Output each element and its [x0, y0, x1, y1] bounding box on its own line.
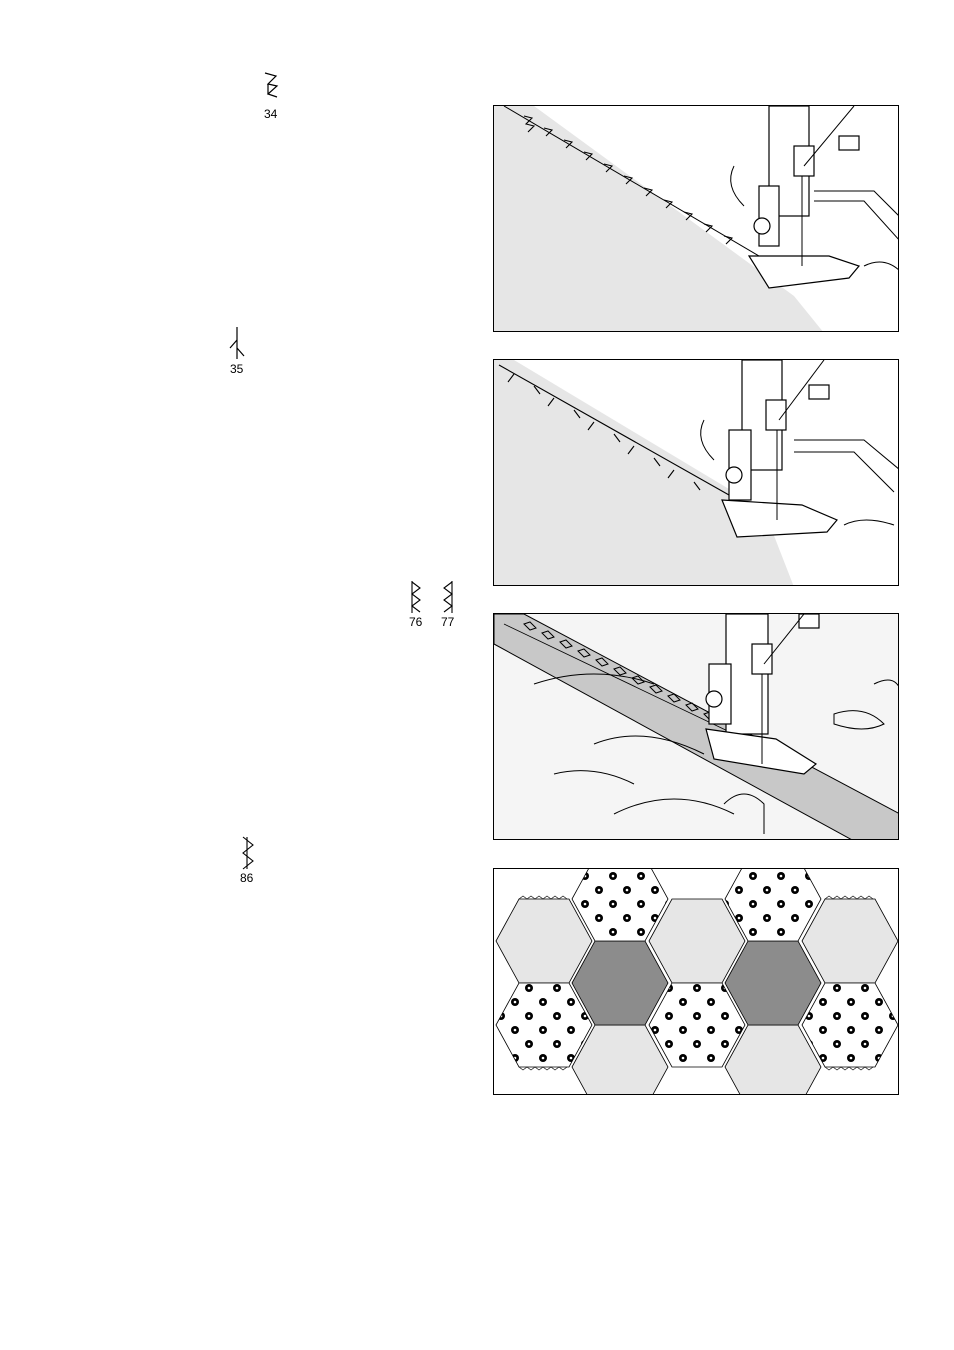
stitch-86-icon — [240, 836, 256, 870]
stitch-number-77: 77 — [441, 615, 454, 629]
stitch-number-35: 35 — [230, 362, 243, 376]
stitch-number-34: 34 — [264, 107, 277, 121]
illustration-feather-stitch — [493, 359, 899, 586]
illustration-triangle-stitch — [493, 105, 899, 332]
illustration-hexagon-patchwork — [493, 868, 899, 1095]
stitch-35-icon — [228, 326, 246, 360]
stitch-number-76: 76 — [409, 615, 422, 629]
stitch-76-icon — [409, 580, 423, 614]
illustration-ribbon-diamond-stitch — [493, 613, 899, 840]
stitch-77-icon — [441, 580, 455, 614]
stitch-34-icon — [262, 72, 280, 106]
stitch-number-86: 86 — [240, 871, 253, 885]
